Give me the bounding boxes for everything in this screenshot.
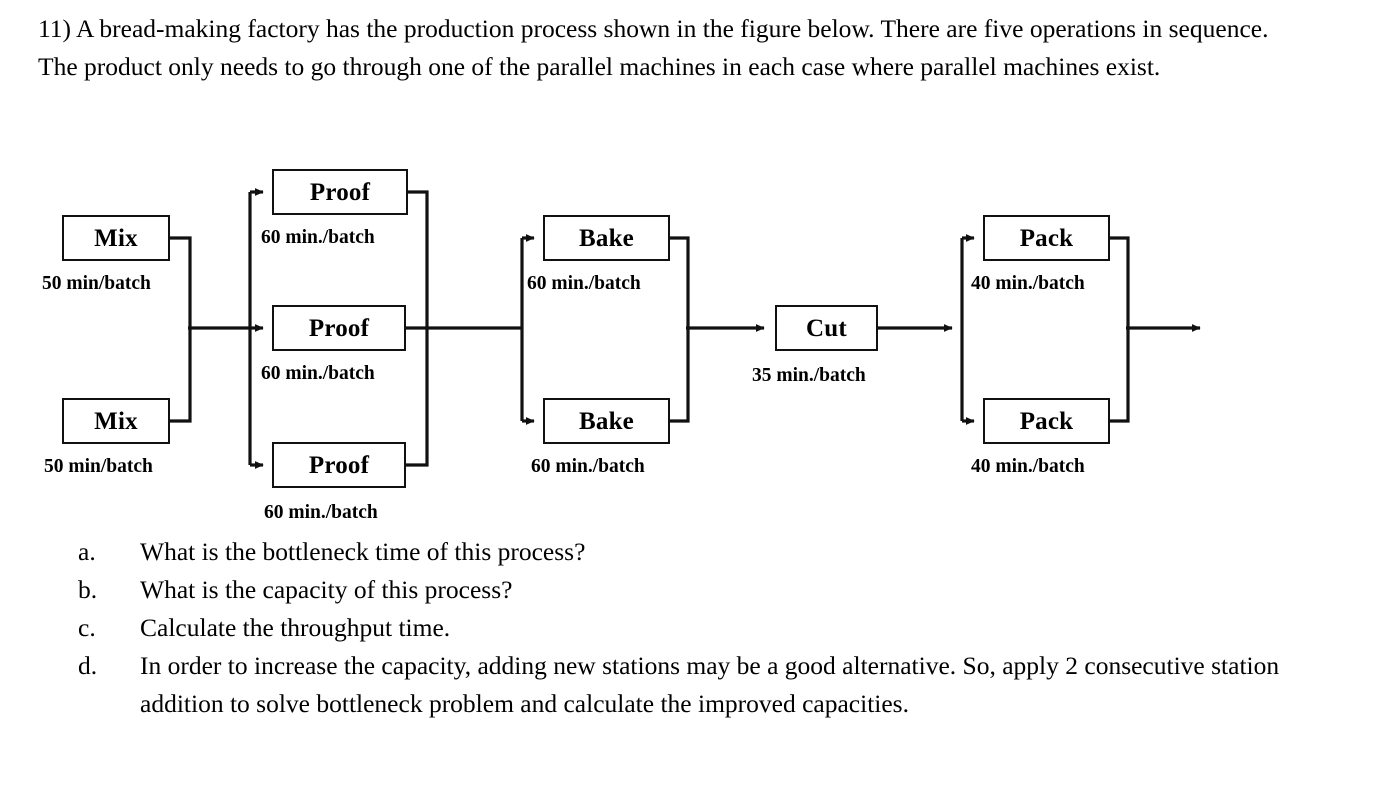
station-caption-mix-1: 50 min/batch [42,273,151,294]
station-caption-proof-2: 60 min./batch [261,363,375,384]
station-caption-cut: 35 min./batch [752,365,866,386]
station-box-proof-3: Proof [272,442,406,488]
station-caption-bake-1: 60 min./batch [527,273,641,294]
edge-mix1-to-bus [170,236,192,328]
station-box-pack-1: Pack [983,215,1110,261]
question-item-c: c. Calculate the throughput time. [78,609,1308,647]
question-item-a: a. What is the bottleneck time of this p… [78,533,1308,571]
station-box-pack-2: Pack [983,398,1110,444]
question-text-d: In order to increase the capacity, addin… [140,651,1280,718]
problem-statement: 11) A bread-making factory has the produ… [38,14,1269,81]
edge-bake2-to-bus [670,328,690,423]
edge-mix2-to-bus [170,328,192,423]
station-caption-pack-1: 40 min./batch [971,273,1085,294]
station-box-mix-1: Mix [62,215,170,261]
question-text-a: What is the bottleneck time of this proc… [140,537,586,566]
question-text-c: Calculate the throughput time. [140,613,451,642]
station-caption-pack-2: 40 min./batch [971,456,1085,477]
station-caption-mix-2: 50 min/batch [44,456,153,477]
question-marker-b: b. [78,575,98,604]
station-caption-proof-1: 60 min./batch [261,227,375,248]
station-box-proof-2: Proof [272,305,406,351]
question-item-b: b. What is the capacity of this process? [78,571,1308,609]
question-text-b: What is the capacity of this process? [140,575,513,604]
station-caption-bake-2: 60 min./batch [531,456,645,477]
edge-pack2-to-bus [1110,328,1130,423]
question-list: a. What is the bottleneck time of this p… [78,533,1308,723]
edge-proof3-to-bus [406,328,429,467]
station-box-proof-1: Proof [272,169,408,215]
edge-bake1-to-bus [670,236,690,328]
station-box-bake-1: Bake [543,215,670,261]
station-box-cut: Cut [775,305,878,351]
question-item-d: d. In order to increase the capacity, ad… [78,647,1308,723]
edge-pack1-to-bus [1110,236,1130,328]
flow-connectors [170,188,1201,469]
question-marker-c: c. [78,613,96,642]
question-marker-d: d. [78,651,98,680]
edge-proof1-to-bus [408,190,429,328]
question-marker-a: a. [78,537,96,566]
station-caption-proof-3: 60 min./batch [264,502,378,523]
station-box-mix-2: Mix [62,398,170,444]
process-flow-diagram: Mix 50 min/batch Mix 50 min/batch Proof … [0,150,1390,540]
station-box-bake-2: Bake [543,398,670,444]
